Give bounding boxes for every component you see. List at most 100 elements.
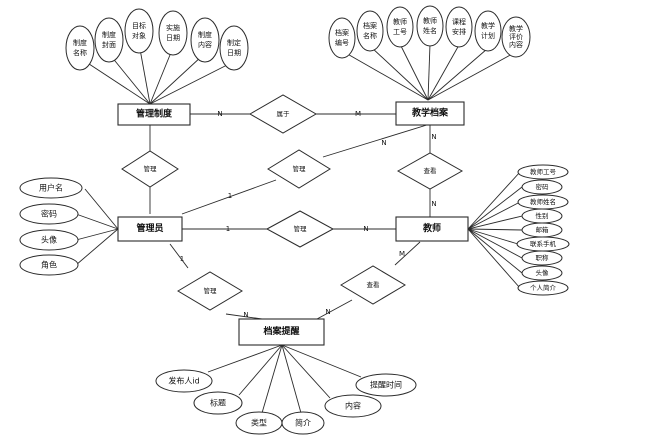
svg-text:联系手机: 联系手机	[530, 239, 557, 248]
svg-text:对象: 对象	[132, 31, 146, 40]
entity-reminder: 档案提醒	[238, 318, 325, 346]
attr-course-schedule: 课程 安排	[445, 6, 473, 48]
card-belongs-archive: M	[355, 110, 361, 118]
relation-admin-manage-teacher: 管理	[265, 210, 335, 248]
svg-text:制度: 制度	[102, 30, 116, 39]
svg-text:教师: 教师	[423, 16, 437, 25]
attr-archive-name: 档案 名称	[356, 10, 384, 52]
attributes-admin: 用户名 密码 头像 角色	[19, 177, 83, 276]
svg-text:名称: 名称	[73, 48, 87, 57]
svg-text:实施: 实施	[166, 23, 180, 32]
svg-text:角色: 角色	[41, 260, 57, 270]
svg-text:查看: 查看	[424, 166, 438, 175]
svg-text:教学: 教学	[481, 21, 495, 30]
attr-reminder-title: 标题	[193, 391, 243, 415]
attributes-archive: 档案 编号 档案 名称 教师 工号 教师 姓名 课程 安排 教学 计划	[328, 5, 531, 59]
card-teacher-archive-1: N	[431, 133, 436, 141]
attributes-teacher: 教师工号 密码 教师姓名 性别 邮箱 联系手机 职称 头像	[516, 164, 570, 296]
attr-reminder-summary: 简介	[281, 411, 325, 435]
svg-text:制定: 制定	[227, 38, 241, 47]
card-admin-reminder-n: N	[243, 311, 248, 319]
svg-text:工号: 工号	[393, 28, 407, 36]
svg-text:教学: 教学	[509, 24, 523, 33]
attr-archive-number: 档案 编号	[328, 17, 356, 59]
card-admin-archive-n: N	[381, 139, 386, 147]
svg-text:类型: 类型	[251, 418, 267, 428]
attr-teacher-password: 密码	[521, 179, 563, 195]
svg-text:属于: 属于	[277, 110, 291, 118]
attr-admin-role: 角色	[19, 254, 79, 276]
relation-admin-manage-reminder: 管理	[177, 271, 243, 311]
card-teacher-reminder-1: M	[399, 250, 405, 258]
card-admin-teacher-1: 1	[226, 225, 230, 233]
svg-text:用户名: 用户名	[39, 183, 63, 193]
svg-text:内容: 内容	[345, 401, 361, 411]
svg-text:管理: 管理	[293, 164, 307, 173]
attributes-mgmt-system: 制度 名称 制度 封面 目标 对象 实施 日期 制度 内容 制定 日期	[65, 8, 249, 71]
attr-reminder-time: 提醒时间	[355, 373, 417, 397]
svg-text:内容: 内容	[509, 40, 523, 49]
svg-text:日期: 日期	[166, 34, 180, 42]
svg-text:个人简介: 个人简介	[530, 283, 557, 292]
relation-teacher-view-reminder: 查看	[340, 265, 406, 305]
svg-text:职称: 职称	[536, 253, 550, 262]
attr-teacher-id: 教师 工号	[386, 6, 414, 48]
attr-target-object: 目标 对象	[124, 8, 154, 54]
svg-text:内容: 内容	[198, 40, 212, 49]
attr-teacher-gender: 性别	[521, 208, 563, 224]
attributes-reminder: 发布人id 标题 类型 简介 内容 提醒时间	[155, 369, 417, 435]
attr-admin-username: 用户名	[19, 177, 83, 199]
attr-teacher-email: 邮箱	[521, 222, 563, 238]
svg-text:邮箱: 邮箱	[536, 225, 550, 234]
svg-text:教师工号: 教师工号	[530, 167, 557, 176]
attr-reminder-type: 类型	[235, 411, 283, 435]
svg-text:制度: 制度	[73, 38, 87, 47]
relation-admin-manage-system: 管理	[121, 150, 179, 188]
entity-admin: 管理员	[117, 216, 183, 242]
svg-text:提醒时间: 提醒时间	[370, 380, 402, 390]
svg-text:教师: 教师	[422, 222, 441, 234]
svg-text:计划: 计划	[481, 31, 495, 40]
svg-text:教师: 教师	[393, 17, 407, 26]
svg-text:档案提醒: 档案提醒	[263, 325, 299, 337]
attr-admin-password: 密码	[19, 203, 79, 225]
attr-admin-avatar: 头像	[19, 229, 79, 251]
svg-text:姓名: 姓名	[423, 26, 437, 35]
svg-text:教师姓名: 教师姓名	[530, 197, 556, 206]
relation-belongs: 属于	[248, 94, 318, 134]
relationships: 属于 管理 管理 管理 查看 管理 查看	[121, 94, 464, 311]
svg-text:管理: 管理	[144, 164, 158, 173]
svg-text:制度: 制度	[198, 30, 212, 39]
card-admin-teacher-n: N	[363, 225, 368, 233]
svg-text:教学档案: 教学档案	[411, 107, 449, 119]
cardinality-labels: N M 1 N 1 N N N 1 N M N	[180, 110, 437, 319]
svg-text:管理制度: 管理制度	[136, 108, 173, 120]
attr-create-date: 制定 日期	[219, 25, 249, 71]
attr-system-name: 制度 名称	[65, 25, 95, 71]
attr-teacher-name: 教师 姓名	[416, 5, 444, 47]
attr-reminder-content: 内容	[324, 394, 382, 418]
svg-text:名称: 名称	[363, 31, 377, 40]
svg-text:目标: 目标	[132, 21, 146, 30]
svg-text:头像: 头像	[536, 268, 550, 277]
attr-system-content: 制度 内容	[190, 17, 220, 63]
relation-teacher-view-archive: 查看	[396, 152, 464, 190]
svg-text:密码: 密码	[41, 209, 57, 219]
svg-text:课程: 课程	[452, 17, 466, 26]
svg-text:发布人id: 发布人id	[168, 376, 199, 386]
svg-text:管理: 管理	[294, 224, 308, 233]
entity-mgmt-system: 管理制度	[117, 103, 191, 126]
attr-system-cover: 制度 封面	[94, 17, 124, 63]
svg-text:管理: 管理	[204, 286, 218, 295]
card-teacher-reminder-n: N	[325, 308, 330, 316]
entity-archive: 教学档案	[395, 101, 465, 126]
svg-text:简介: 简介	[295, 418, 311, 428]
card-admin-reminder-1: 1	[180, 255, 184, 263]
svg-text:管理员: 管理员	[136, 222, 163, 234]
svg-text:评价: 评价	[509, 33, 523, 41]
attr-teacher-intro: 个人简介	[517, 280, 569, 296]
svg-text:头像: 头像	[41, 235, 57, 245]
svg-text:标题: 标题	[210, 398, 226, 408]
attr-teacher-id-field: 教师工号	[517, 164, 569, 180]
svg-text:安排: 安排	[452, 27, 466, 36]
